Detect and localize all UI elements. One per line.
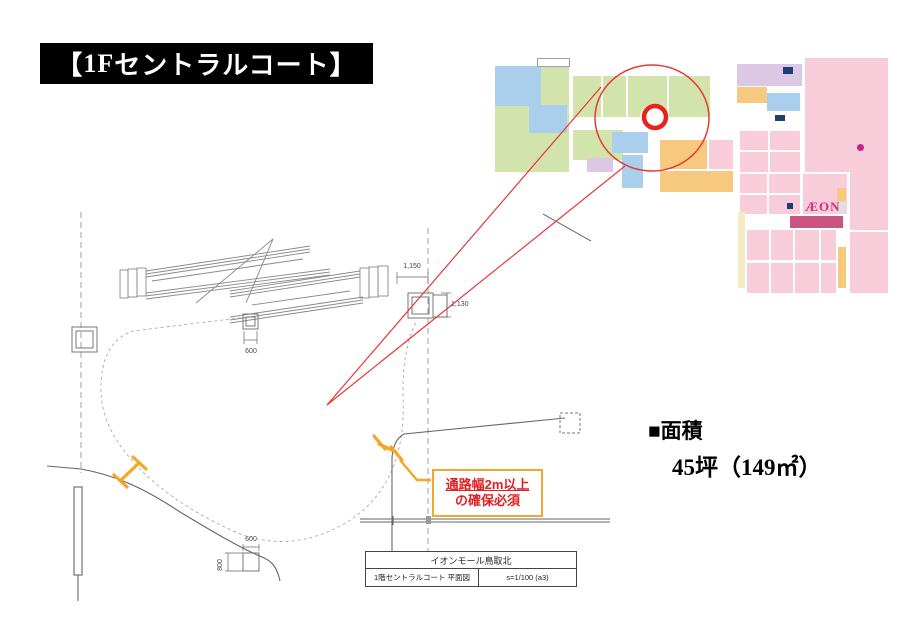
note-leader-line — [399, 459, 431, 482]
wall-tick — [426, 516, 431, 524]
grid-lines — [80, 212, 429, 551]
title-block-project: イオンモール鳥取北 — [366, 552, 576, 569]
dim-600-top: 600 — [245, 348, 257, 355]
map-zone — [769, 195, 800, 214]
title-block-drawing-name: 1階セントラルコート 平面図 — [366, 569, 479, 586]
title-floor: 1F — [83, 48, 115, 78]
dimension-lines — [225, 272, 451, 572]
map-zone — [747, 230, 769, 260]
map-zone — [660, 171, 733, 192]
dim-1130: 1,130 — [451, 301, 469, 308]
dim-800: 800 — [217, 559, 224, 571]
map-zone — [838, 247, 846, 288]
map-zone — [767, 93, 800, 111]
dimension-labels: 1,150 1,130 600 600 800 — [217, 263, 469, 571]
map-zone — [495, 66, 541, 106]
aeon-logo: ÆON — [805, 199, 841, 214]
map-zone — [769, 174, 800, 193]
escalator-lower — [195, 238, 389, 324]
dim-600-bottom: 600 — [245, 536, 257, 543]
map-zone — [795, 263, 819, 293]
passage-width-marker-left — [112, 455, 148, 489]
map-zone — [821, 263, 836, 293]
map-zone — [622, 155, 643, 188]
map-zone — [709, 140, 733, 169]
map-zone — [740, 152, 768, 172]
map-gap — [601, 76, 603, 117]
map-zone — [738, 212, 745, 288]
map-marker-dot — [857, 144, 864, 151]
map-zone — [795, 230, 819, 260]
map-zone — [850, 232, 888, 293]
map-zone — [529, 105, 567, 133]
columns — [71, 292, 581, 572]
map-zone — [837, 188, 846, 201]
area-value: 45坪（149㎡） — [672, 455, 822, 480]
map-zone — [771, 263, 793, 293]
map-zone-aeon-store — [805, 58, 888, 172]
court-boundary-dashed — [100, 316, 417, 542]
map-zone — [740, 195, 767, 214]
passage-width-marker-right — [372, 434, 404, 462]
map-facility-icon — [783, 67, 793, 74]
note-line2: の確保必須 — [454, 493, 520, 508]
drawing-title-block: イオンモール鳥取北 1階セントラルコート 平面図 s=1/100 (a3) — [365, 551, 577, 587]
aeon-entrance-bar — [790, 216, 843, 228]
title-text: セントラルコート】 — [114, 50, 357, 80]
passage-width-note: 通路幅2m以上 の確保必須 — [432, 469, 543, 517]
area-info: ■面積 45坪（149㎡） — [648, 415, 893, 482]
dim-1150: 1,150 — [403, 263, 421, 270]
map-gap — [667, 76, 669, 117]
map-gap — [626, 76, 628, 117]
map-entrance — [537, 58, 570, 67]
map-zone — [612, 132, 648, 153]
map-zone — [821, 230, 836, 260]
map-zone — [660, 140, 707, 169]
note-line1: 通路幅2m以上 — [445, 476, 530, 492]
area-label: ■面積 — [648, 420, 703, 443]
map-zone — [747, 263, 769, 293]
escalator-upper — [119, 245, 331, 300]
map-zone — [740, 131, 768, 150]
title-bracket-open: 【 — [56, 50, 84, 80]
map-zone — [771, 230, 793, 260]
title-block-scale: s=1/100 (a3) — [506, 573, 549, 582]
central-court-area — [640, 104, 668, 132]
page-title: 【1F セントラルコート】 — [40, 43, 373, 84]
map-zone — [740, 174, 767, 193]
map-zone — [737, 87, 767, 103]
map-zone — [837, 202, 846, 214]
mall-overview-map: ÆON — [495, 58, 888, 293]
map-facility-icon — [775, 115, 785, 121]
map-zone — [770, 131, 800, 150]
map-facility-icon — [787, 203, 793, 209]
map-zone — [587, 158, 613, 172]
map-zone — [770, 152, 800, 172]
map-zone — [850, 172, 888, 230]
